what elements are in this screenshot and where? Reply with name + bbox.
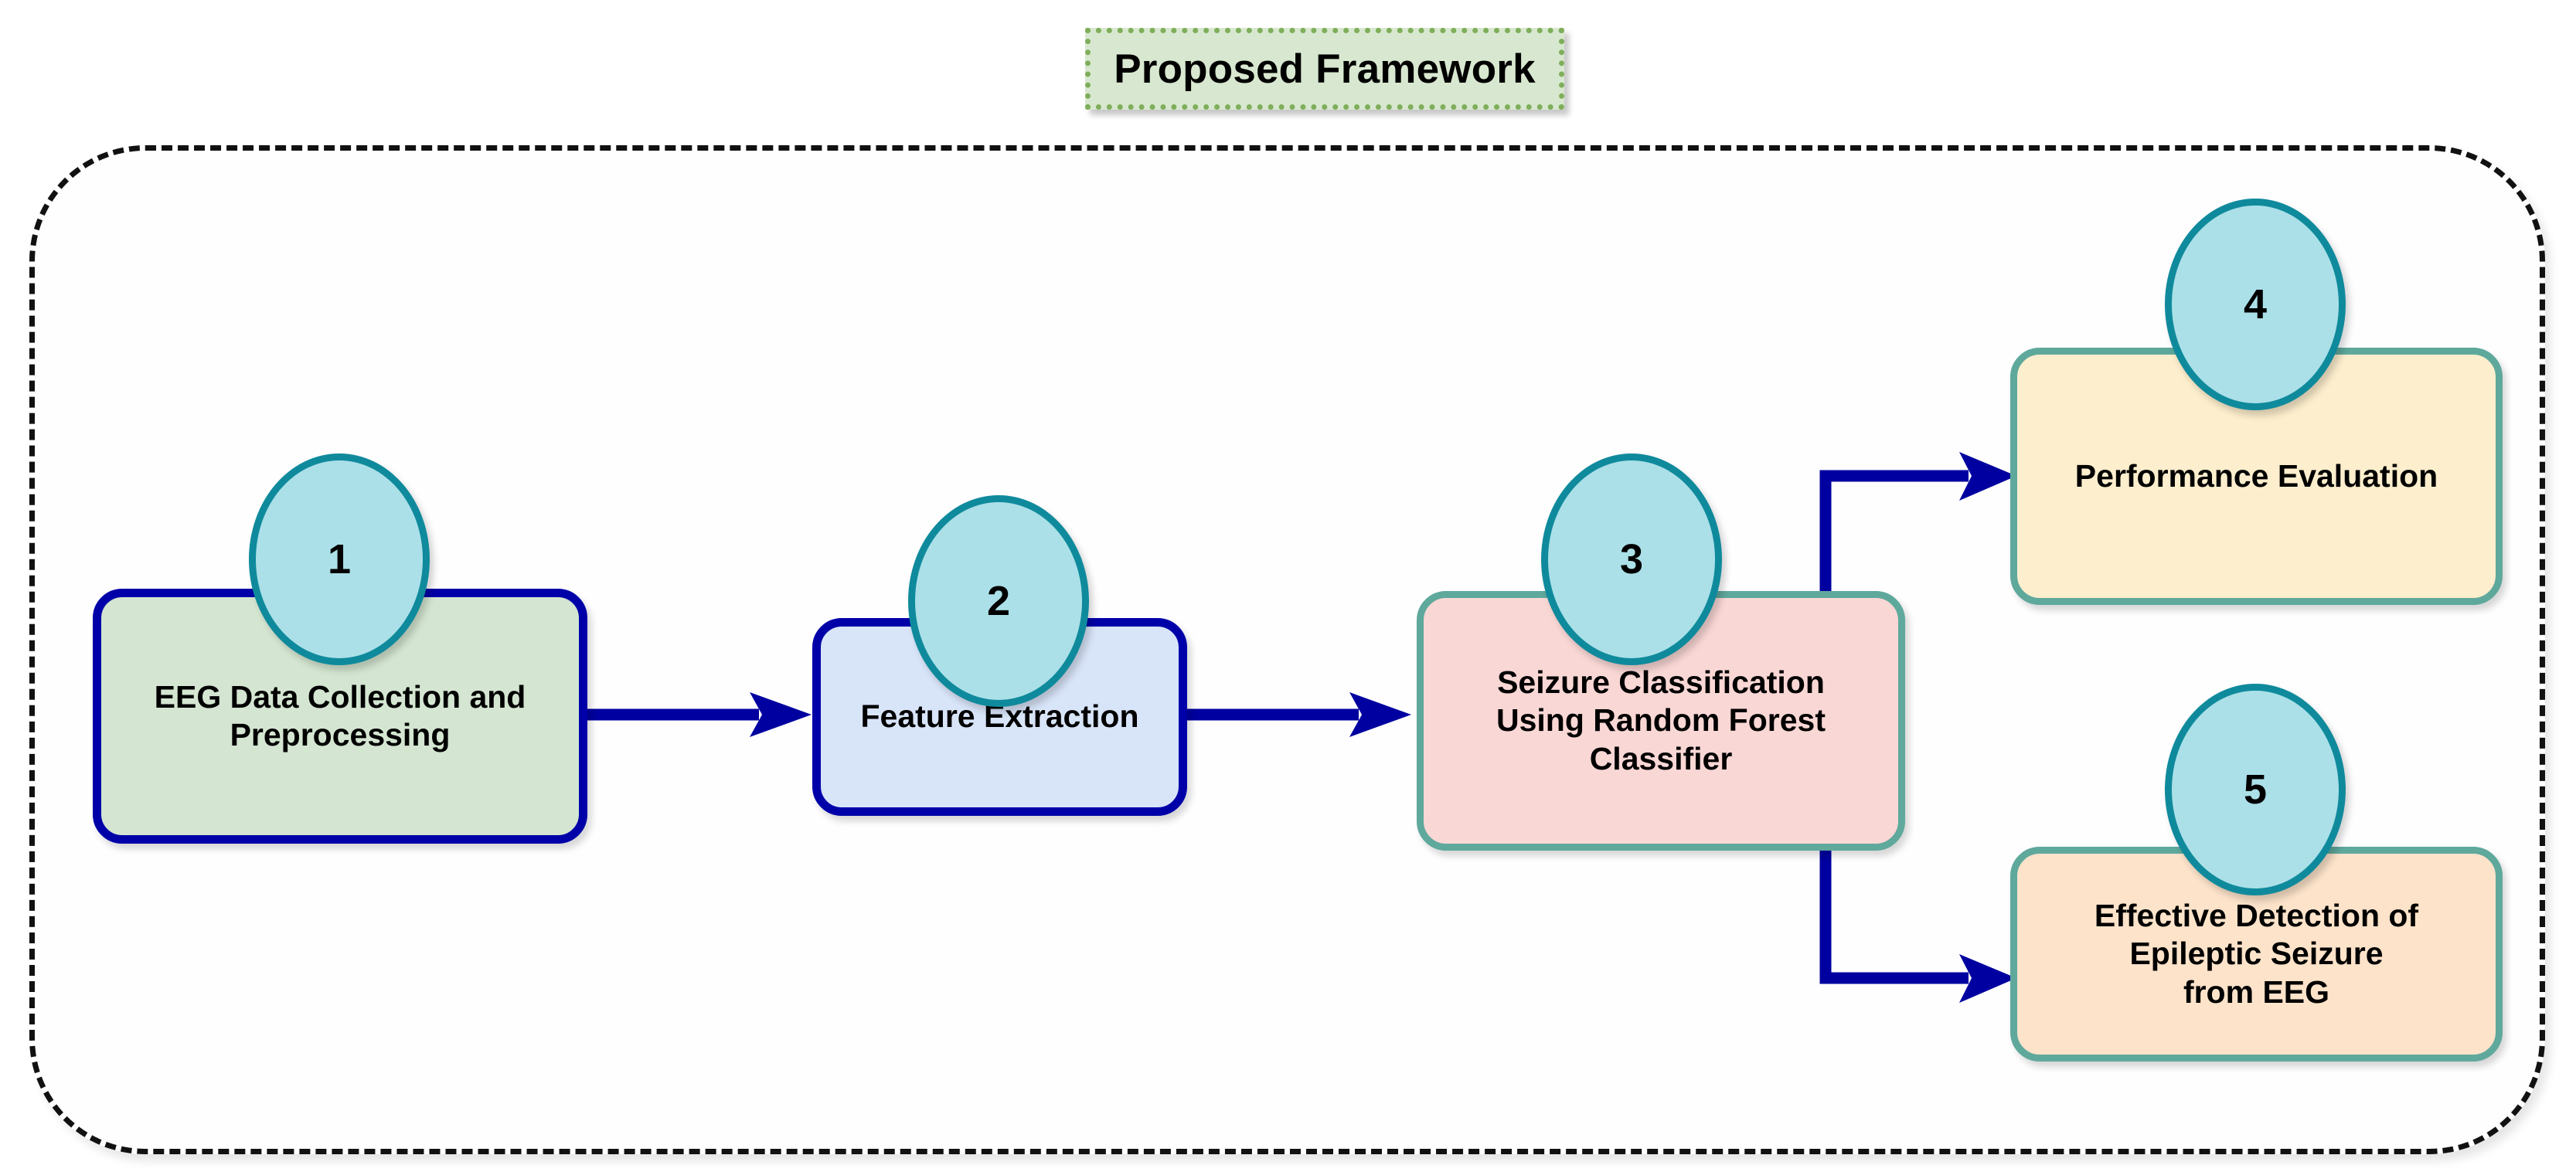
figure-title-text: Proposed Framework: [1114, 46, 1536, 92]
step-number-4: 4: [2243, 281, 2268, 328]
step-badge-3: 3: [1541, 454, 1722, 665]
node-label-5: Effective Detection of Epileptic Seizure…: [2094, 898, 2419, 1010]
step-number-1: 1: [327, 536, 352, 583]
step-number-5: 5: [2243, 766, 2268, 813]
connector-2-to-3: [1187, 680, 1419, 749]
step-badge-1: 1: [249, 454, 430, 665]
step-badge-2: 2: [908, 495, 1089, 707]
connector-3-to-5: [1819, 848, 2029, 1026]
connector-3-to-4: [1819, 433, 2029, 610]
node-label-1: EEG Data Collection and Preprocessing: [154, 678, 526, 752]
figure-title-chip: Proposed Framework: [1085, 28, 1564, 110]
step-number-2: 2: [986, 578, 1011, 624]
node-label-4: Performance Evaluation: [2074, 457, 2438, 494]
step-number-3: 3: [1619, 536, 1644, 583]
node-label-3: Seizure Classification Using Random Fore…: [1496, 664, 1826, 776]
connector-1-to-2: [587, 680, 819, 749]
step-badge-5: 5: [2165, 684, 2346, 895]
step-badge-4: 4: [2165, 199, 2346, 410]
